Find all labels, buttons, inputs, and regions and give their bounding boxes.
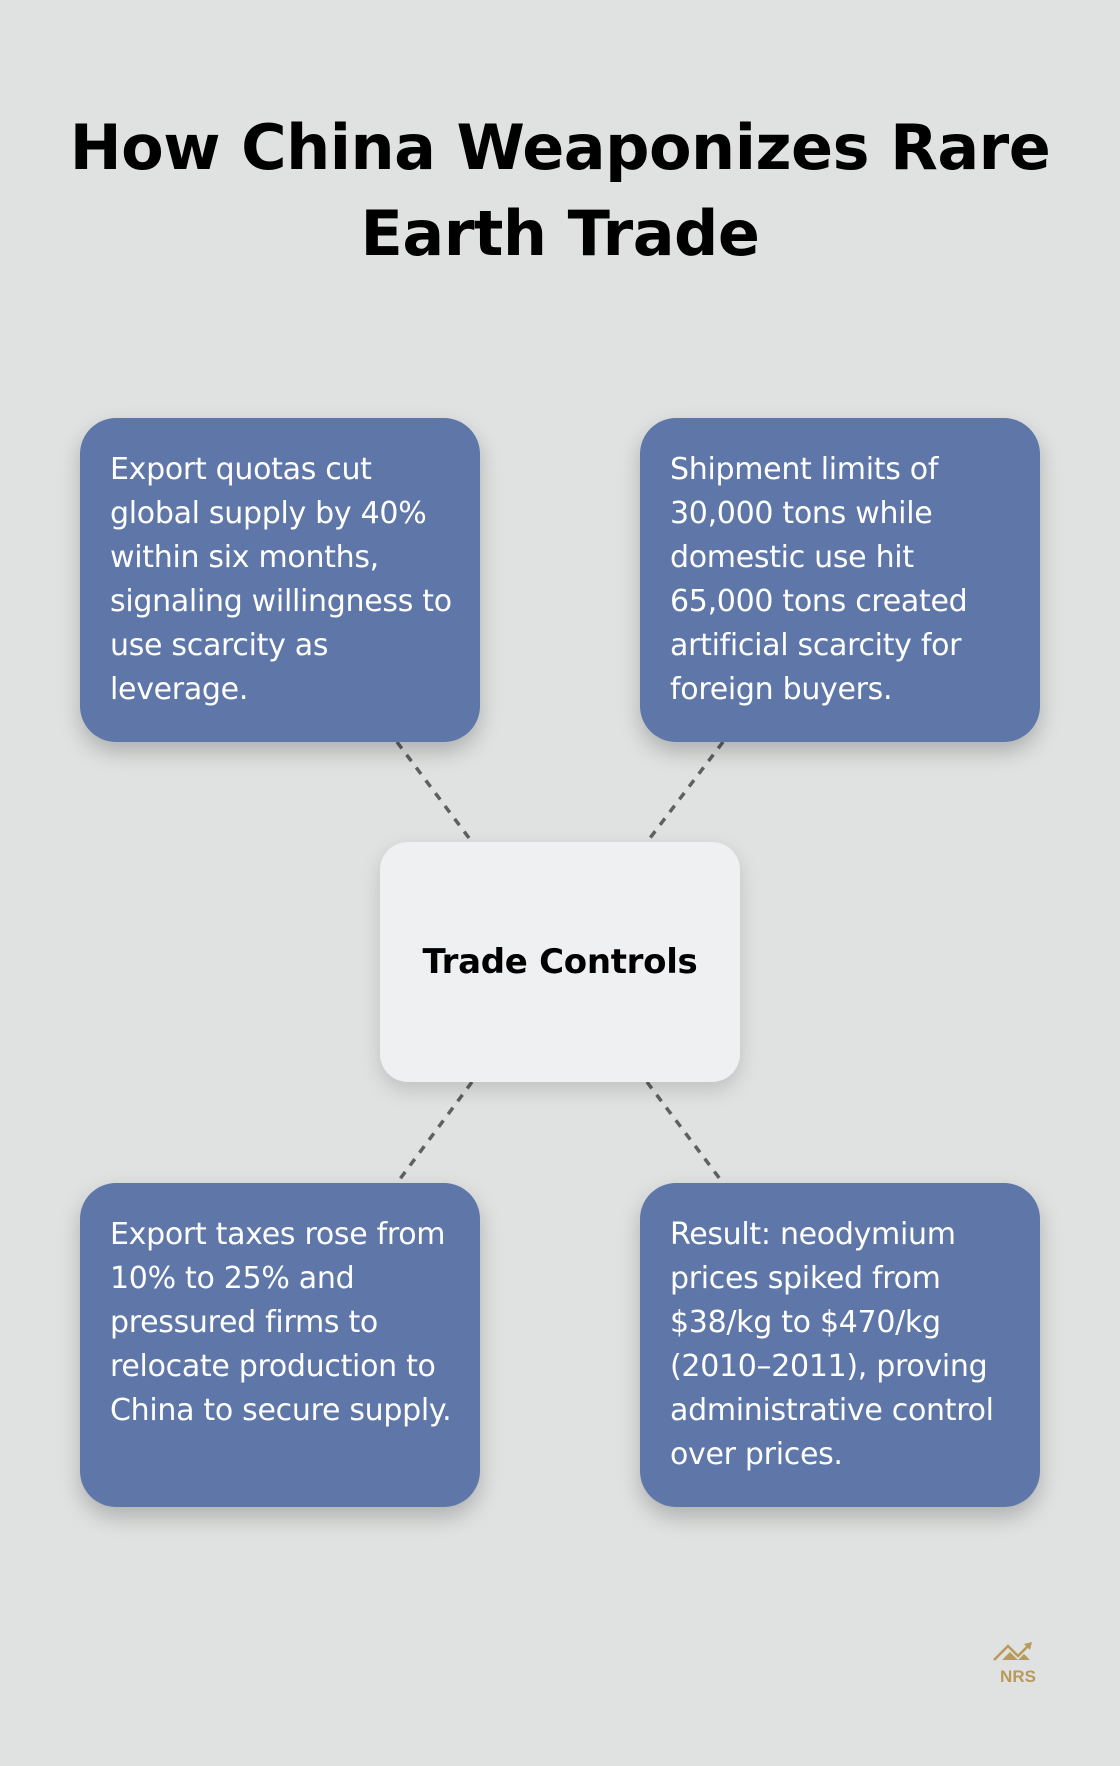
card-bottom-right: Result: neodymium prices spiked from $38… bbox=[640, 1183, 1040, 1507]
card-bottom-left: Export taxes rose from 10% to 25% and pr… bbox=[80, 1183, 480, 1507]
center-node: Trade Controls bbox=[380, 842, 740, 1082]
logo-text: NRS bbox=[1000, 1667, 1036, 1686]
center-label: Trade Controls bbox=[422, 942, 698, 982]
card-top-right: Shipment limits of 30,000 tons while dom… bbox=[640, 418, 1040, 742]
title-line-1: How China Weaponizes Rare bbox=[69, 111, 1051, 184]
connector-top-right bbox=[645, 740, 725, 844]
card-text: Export taxes rose from 10% to 25% and pr… bbox=[110, 1217, 452, 1428]
card-text: Result: neodymium prices spiked from $38… bbox=[670, 1217, 994, 1472]
card-text: Export quotas cut global supply by 40% w… bbox=[110, 452, 452, 707]
card-text: Shipment limits of 30,000 tons while dom… bbox=[670, 452, 968, 707]
page-title: How China Weaponizes Rare Earth Trade bbox=[0, 105, 1120, 277]
card-top-left: Export quotas cut global supply by 40% w… bbox=[80, 418, 480, 742]
mountain-chart-arrow-icon: NRS bbox=[993, 1642, 1036, 1686]
connector-bottom-left bbox=[395, 1080, 474, 1185]
connector-bottom-right bbox=[645, 1080, 725, 1185]
connector-top-left bbox=[395, 740, 474, 844]
nrs-logo: NRS bbox=[990, 1640, 1046, 1686]
title-line-2: Earth Trade bbox=[360, 197, 760, 270]
